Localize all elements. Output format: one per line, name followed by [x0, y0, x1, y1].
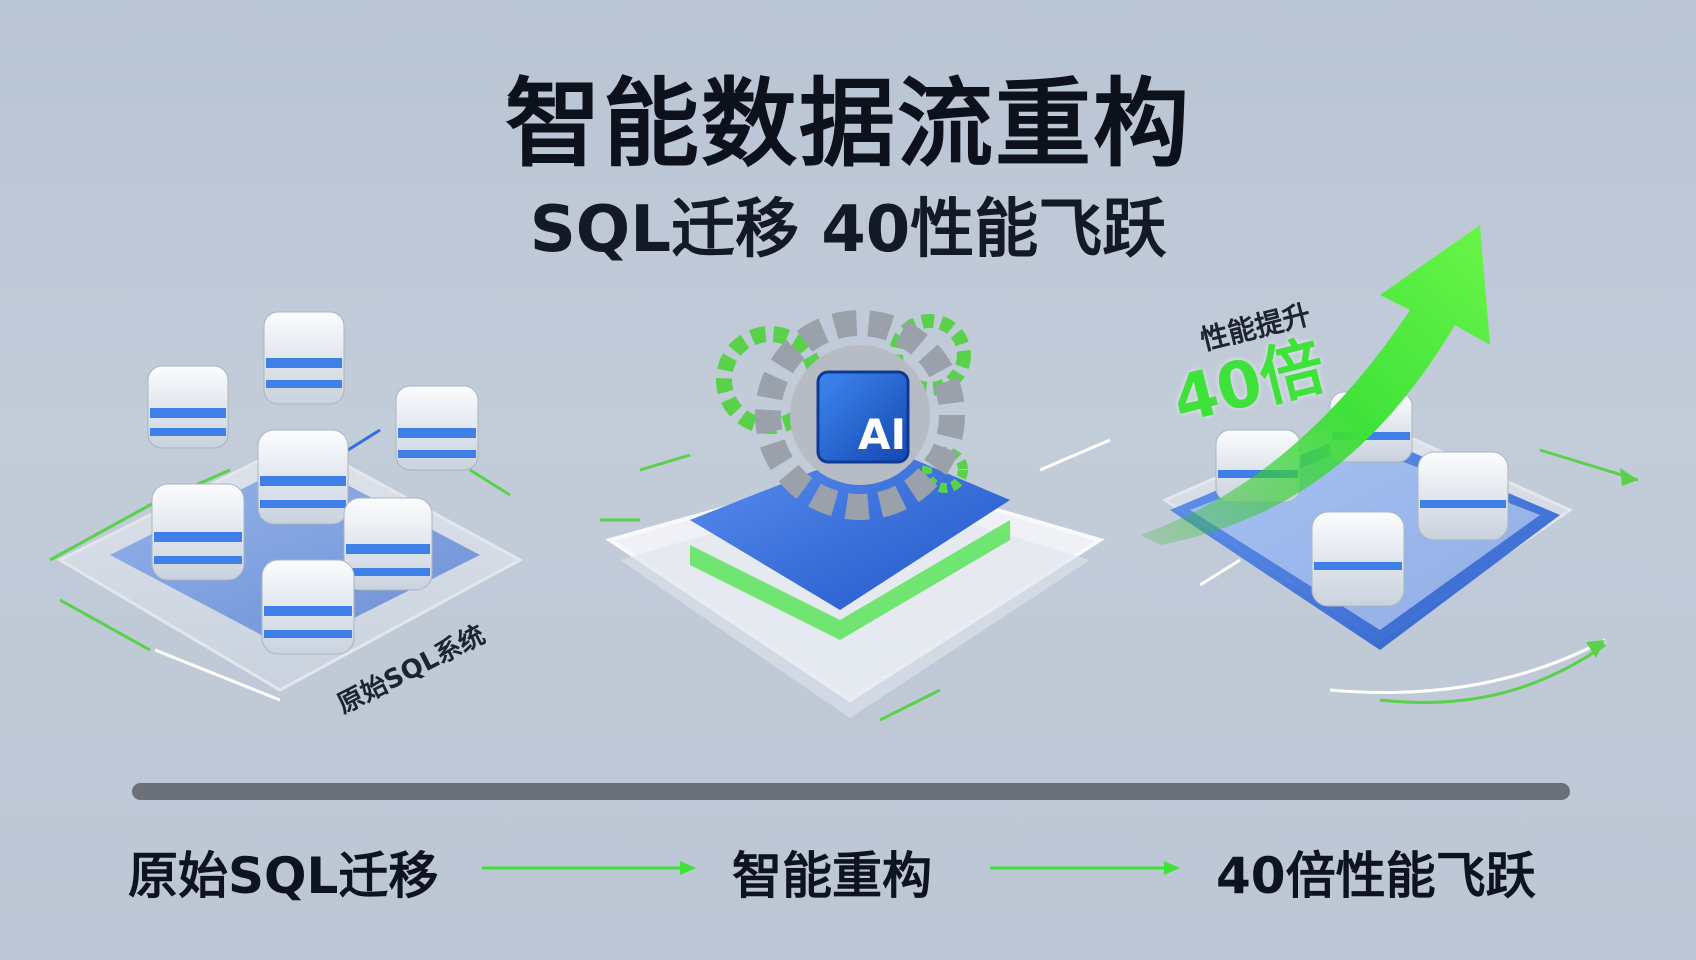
- database-icon: [151, 483, 245, 581]
- page-title: 智能数据流重构: [505, 68, 1191, 180]
- database-icon: [1417, 451, 1509, 541]
- database-icon: [147, 365, 229, 449]
- arrow-right-icon: [482, 861, 696, 875]
- center-ai-platform: [600, 310, 1111, 722]
- right-performance: [1140, 225, 1639, 704]
- left-sql-system: [49, 311, 524, 702]
- database-icon: [343, 497, 433, 591]
- arrow-right-icon: [990, 861, 1180, 875]
- ai-chip-icon: [816, 370, 910, 464]
- database-icon: [1311, 511, 1405, 607]
- database-icon: [395, 385, 479, 471]
- database-icon: [261, 559, 355, 655]
- step-smart-refactor: 智能重构: [732, 847, 932, 905]
- ai-chip-label: AI: [858, 410, 907, 459]
- step-performance-leap: 40倍性能飞跃: [1216, 847, 1536, 905]
- timeline-bar: [132, 783, 1570, 800]
- arrow-up-right-icon: [1140, 225, 1490, 545]
- page-subtitle: SQL迁移 40性能飞跃: [529, 193, 1167, 267]
- database-icon: [257, 429, 349, 525]
- step-original-migration: 原始SQL迁移: [128, 847, 439, 905]
- database-icon: [263, 311, 345, 405]
